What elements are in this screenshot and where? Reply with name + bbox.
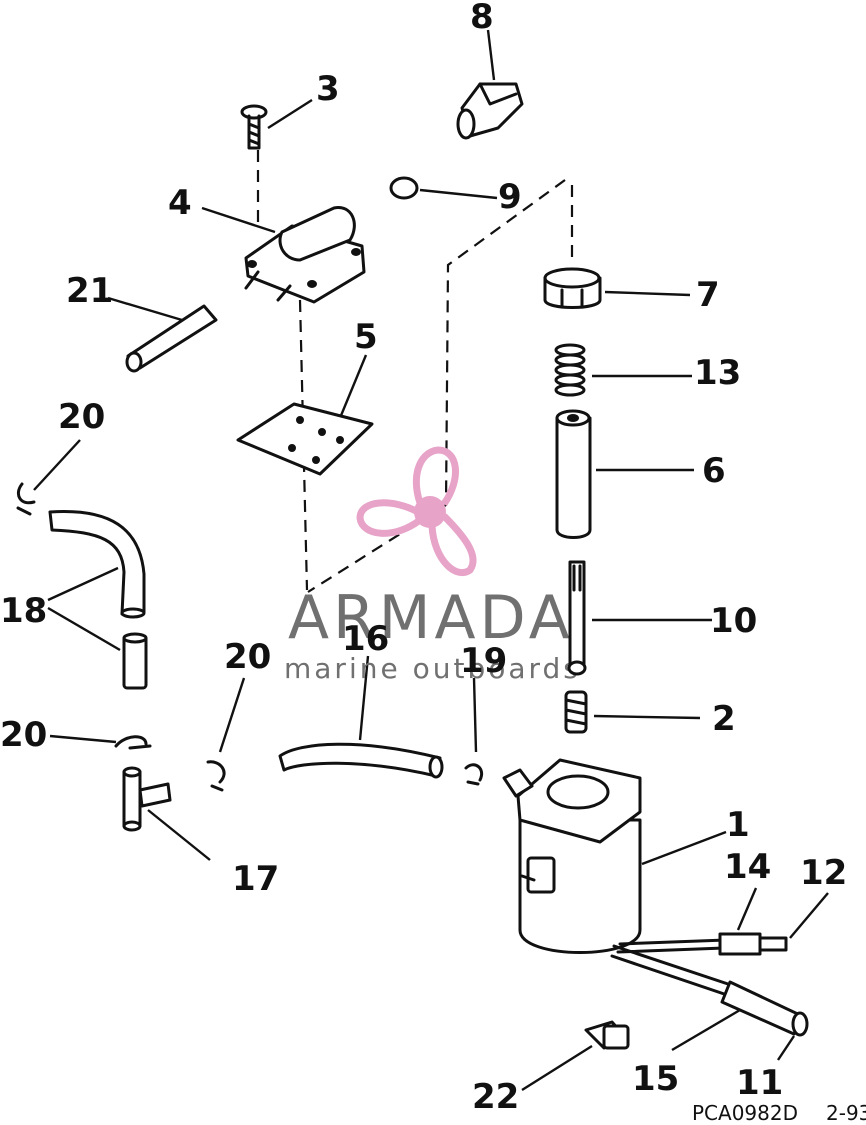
callout-12: 12 bbox=[800, 853, 847, 893]
watermark-brand: ARMADA bbox=[288, 583, 574, 653]
callout-7: 7 bbox=[696, 275, 720, 315]
callout-4: 4 bbox=[168, 183, 192, 223]
part-21-hose bbox=[125, 304, 218, 373]
part-10-plunger bbox=[567, 560, 587, 676]
callout-labels: 1 2 3 4 5 6 7 8 9 10 11 12 13 14 15 16 1… bbox=[0, 0, 847, 1117]
callout-13: 13 bbox=[694, 353, 741, 393]
callout-10: 10 bbox=[710, 601, 757, 641]
watermark: ARMADA marine outboards bbox=[284, 446, 581, 685]
part-20-clamps bbox=[16, 482, 226, 792]
callout-6: 6 bbox=[702, 451, 726, 491]
callout-11: 11 bbox=[736, 1063, 783, 1103]
part-7-bushing bbox=[543, 267, 602, 309]
callout-20-left: 20 bbox=[0, 715, 47, 755]
part-18-hoses bbox=[48, 510, 148, 690]
part-6-sleeve bbox=[555, 409, 592, 539]
figure-code: PCA0982D 2-93 bbox=[692, 1101, 866, 1125]
callout-20-middle: 20 bbox=[224, 637, 271, 677]
callout-14: 14 bbox=[724, 847, 771, 887]
part-13-spring bbox=[554, 343, 586, 397]
part-5-diaphragm bbox=[236, 402, 374, 476]
propeller-logo-icon bbox=[356, 446, 477, 576]
leader-lines bbox=[33, 29, 829, 1092]
callout-21: 21 bbox=[66, 271, 113, 311]
part-4-cover bbox=[244, 206, 366, 304]
watermark-tagline: marine outboards bbox=[284, 652, 581, 685]
callout-8: 8 bbox=[470, 0, 494, 37]
callout-9: 9 bbox=[498, 177, 522, 217]
part-19-clamp bbox=[464, 763, 483, 786]
callout-22: 22 bbox=[472, 1077, 519, 1117]
callout-18: 18 bbox=[0, 591, 47, 631]
part-15-11-wire bbox=[610, 944, 809, 1037]
callout-17: 17 bbox=[232, 859, 279, 899]
part-2-spring bbox=[564, 690, 588, 734]
part-3-screw bbox=[240, 104, 268, 150]
part-1-solenoid-body bbox=[502, 758, 642, 954]
callout-19: 19 bbox=[460, 641, 507, 681]
callout-20-top: 20 bbox=[58, 397, 105, 437]
callout-2: 2 bbox=[712, 699, 736, 739]
figure-code-id: PCA0982D bbox=[692, 1101, 798, 1125]
callout-1: 1 bbox=[726, 805, 750, 845]
part-16-hose bbox=[278, 742, 444, 779]
callout-15: 15 bbox=[632, 1059, 679, 1099]
part-22-bolt bbox=[584, 1020, 630, 1050]
part-14-12-wire bbox=[616, 932, 788, 956]
part-9-o-ring bbox=[389, 176, 419, 200]
callout-5: 5 bbox=[354, 317, 378, 357]
callout-3: 3 bbox=[316, 69, 340, 109]
part-8-cap bbox=[456, 82, 524, 140]
part-17-tee bbox=[122, 766, 172, 832]
callout-16: 16 bbox=[342, 619, 389, 659]
figure-code-date: 2-93 bbox=[826, 1101, 866, 1125]
